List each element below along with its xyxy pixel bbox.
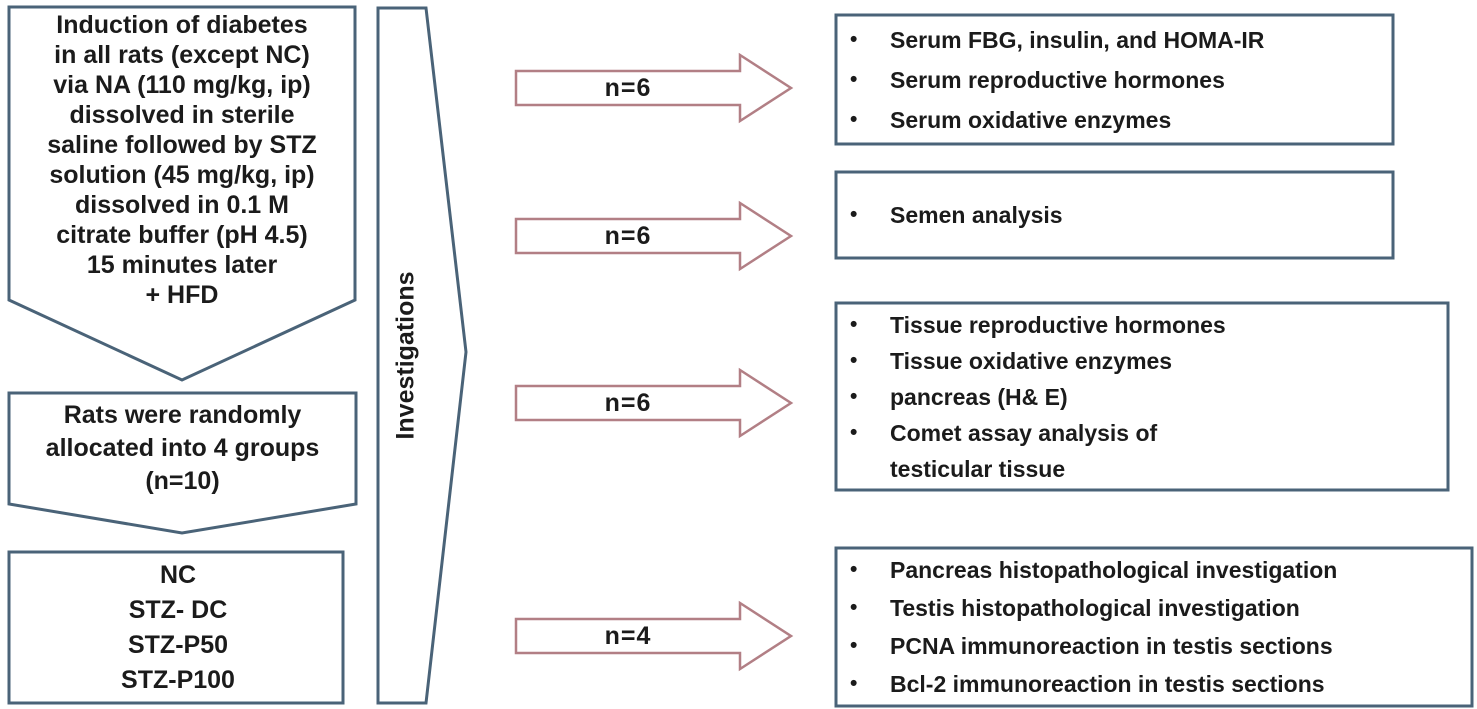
list-item: • Serum reproductive hormones bbox=[850, 60, 1393, 100]
right-box-2-list: • Semen analysis bbox=[836, 172, 1393, 258]
list-item-text: Testis histopathological investigation bbox=[890, 595, 1300, 621]
right-box-3-list: • Tissue reproductive hormones • Tissue … bbox=[836, 303, 1448, 490]
induction-box-text: Induction of diabetes in all rats (excep… bbox=[47, 11, 317, 309]
bullet-icon: • bbox=[850, 67, 858, 91]
list-item: • Bcl-2 immunoreaction in testis section… bbox=[850, 665, 1472, 703]
list-item: • Serum FBG, insulin, and HOMA-IR bbox=[850, 20, 1393, 60]
bullet-icon: • bbox=[850, 348, 858, 372]
list-item-text: pancreas (H& E) bbox=[890, 383, 1068, 410]
list-item: • Serum oxidative enzymes bbox=[850, 100, 1393, 140]
list-item: • Tissue reproductive hormones bbox=[850, 307, 1448, 343]
list-item: • Testis histopathological investigation bbox=[850, 589, 1472, 627]
list-item: • Tissue oxidative enzymes bbox=[850, 343, 1448, 379]
list-item: • pancreas (H& E) bbox=[850, 379, 1448, 415]
induction-box-shape bbox=[7, 5, 357, 382]
list-item-text: Serum oxidative enzymes bbox=[890, 106, 1172, 133]
list-item: • Semen analysis bbox=[850, 195, 1393, 235]
right-box-1-shape bbox=[834, 13, 1395, 146]
arrow-3-label: n=6 bbox=[604, 388, 652, 417]
bullet-icon: • bbox=[850, 312, 858, 336]
bullet-icon: • bbox=[850, 107, 858, 131]
arrow-4-label: n=4 bbox=[604, 621, 652, 650]
list-item-text: Tissue reproductive hormones bbox=[890, 311, 1226, 338]
allocation-box-shape bbox=[7, 391, 358, 535]
arrow-4-shape bbox=[514, 600, 794, 672]
right-box-1-list: • Serum FBG, insulin, and HOMA-IR • Seru… bbox=[836, 15, 1393, 144]
list-item: • PCNA immunoreaction in testis sections bbox=[850, 627, 1472, 665]
investigations-label: Investigations bbox=[391, 271, 420, 440]
groups-box-shape bbox=[7, 550, 345, 705]
bullet-icon: • bbox=[850, 558, 858, 581]
arrow-1-label: n=6 bbox=[604, 73, 652, 102]
list-item-text: Serum FBG, insulin, and HOMA-IR bbox=[890, 26, 1265, 53]
list-item-text: Bcl-2 immunoreaction in testis sections bbox=[890, 671, 1325, 697]
list-item-text: Comet assay analysis of testicular tissu… bbox=[890, 419, 1158, 482]
arrow-1-shape bbox=[514, 52, 794, 124]
arrow-2-label: n=6 bbox=[604, 221, 652, 250]
groups-box-text: NC STZ- DC STZ-P50 STZ-P100 bbox=[121, 560, 235, 694]
list-item: • Pancreas histopathological investigati… bbox=[850, 551, 1472, 589]
arrow-2-shape bbox=[514, 200, 794, 272]
list-item-text: PCNA immunoreaction in testis sections bbox=[890, 633, 1333, 659]
list-item-text: Pancreas histopathological investigation bbox=[890, 557, 1338, 583]
right-box-3-shape bbox=[834, 301, 1450, 492]
list-item-text: Serum reproductive hormones bbox=[890, 66, 1225, 93]
bullet-icon: • bbox=[850, 596, 858, 619]
investigations-pentagon-shape bbox=[376, 6, 468, 705]
bullet-icon: • bbox=[850, 384, 858, 408]
list-item-text: Tissue oxidative enzymes bbox=[890, 347, 1173, 374]
list-item-text: Semen analysis bbox=[890, 202, 1063, 228]
right-box-4-shape bbox=[834, 546, 1474, 708]
right-box-4-list: • Pancreas histopathological investigati… bbox=[836, 548, 1472, 706]
bullet-icon: • bbox=[850, 203, 858, 226]
bullet-icon: • bbox=[850, 672, 858, 695]
list-item: • Comet assay analysis of testicular tis… bbox=[850, 415, 1448, 487]
right-box-2-shape bbox=[834, 170, 1395, 260]
arrow-3-shape bbox=[514, 367, 794, 439]
investigations-pentagon: Investigations bbox=[377, 8, 435, 703]
bullet-icon: • bbox=[850, 420, 858, 444]
allocation-box-text: Rats were randomly allocated into 4 grou… bbox=[45, 401, 320, 495]
bullet-icon: • bbox=[850, 27, 858, 51]
bullet-icon: • bbox=[850, 634, 858, 657]
